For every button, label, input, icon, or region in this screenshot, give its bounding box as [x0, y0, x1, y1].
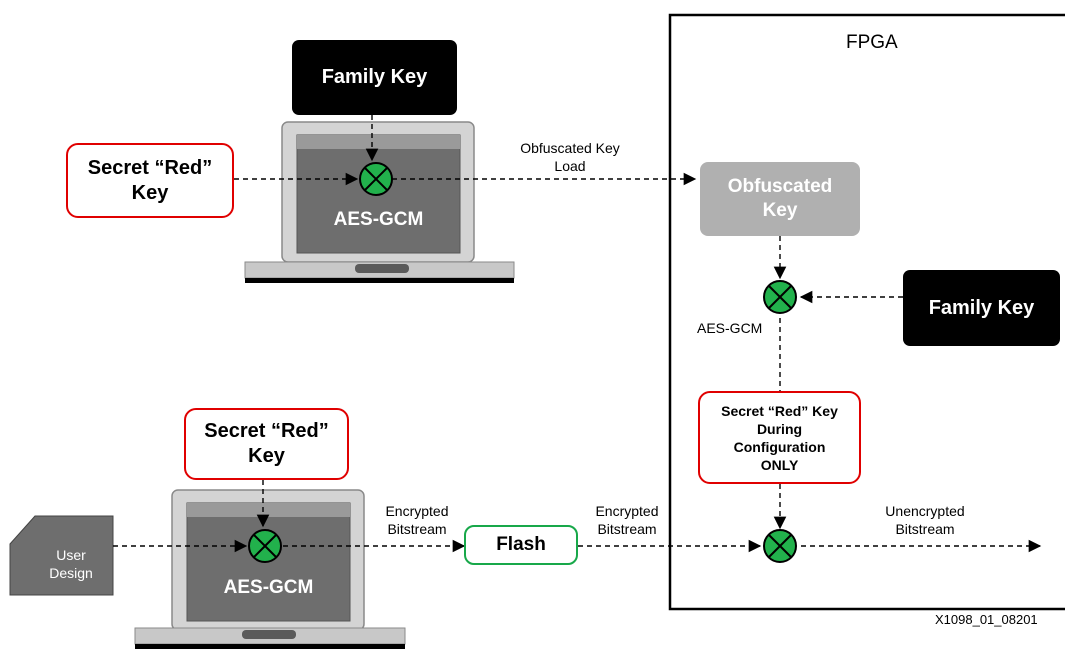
secret-key-bottom-line2: Key	[248, 445, 285, 467]
top-laptop	[244, 121, 515, 283]
family-key-top-label: Family Key	[321, 66, 428, 88]
unencrypted-bitstream-line1: Unencrypted	[885, 503, 965, 519]
aes-gcm-top-label: AES-GCM	[333, 209, 424, 230]
bottom-laptop	[134, 489, 406, 649]
obfuscated-key-load-line2: Load	[554, 158, 586, 174]
obfuscated-key-line2: Key	[762, 200, 798, 221]
aes-node-top	[359, 162, 393, 196]
figure-id: X1098_01_08201	[935, 612, 1038, 627]
config-line3: Configuration	[733, 438, 826, 455]
obfuscated-key-box: Obfuscated Key	[700, 162, 860, 236]
flash-label: Flash	[496, 534, 546, 555]
encrypted-bitstream-label-2: Encrypted Bitstream	[582, 502, 672, 538]
user-design-label: User Design	[36, 546, 106, 582]
family-key-fpga-label: Family Key	[928, 296, 1035, 319]
config-line2: During	[756, 420, 803, 437]
config-line1: Secret “Red” Key	[721, 402, 838, 419]
encrypted-bitstream-2-line2: Bitstream	[597, 521, 657, 537]
aes-node-bottom	[248, 529, 282, 563]
aes-node-config	[763, 529, 797, 563]
secret-red-key-top: Secret “Red” Key	[66, 143, 234, 218]
encrypted-bitstream-2-line1: Encrypted	[595, 503, 659, 519]
unencrypted-bitstream-label: Unencrypted Bitstream	[870, 502, 980, 538]
connectors	[113, 115, 1042, 553]
family-key-top: Family Key	[292, 40, 457, 115]
fpga-boundary	[668, 13, 1065, 611]
encrypted-bitstream-label-1: Encrypted Bitstream	[372, 502, 462, 538]
secret-key-top-line2: Key	[131, 181, 169, 204]
flash-box: Flash	[464, 525, 578, 565]
encrypted-bitstream-1-line2: Bitstream	[387, 521, 447, 537]
secret-key-top-line1: Secret “Red”	[87, 156, 213, 179]
secret-key-bottom-line1: Secret “Red”	[204, 420, 329, 442]
aes-gcm-bottom-label: AES-GCM	[223, 577, 314, 598]
encrypted-bitstream-1-line1: Encrypted	[385, 503, 449, 519]
obfuscated-key-load-label: Obfuscated Key Load	[500, 139, 640, 175]
config-line4: ONLY	[760, 456, 799, 473]
user-design-shape	[9, 515, 114, 596]
user-design-line2: Design	[49, 565, 93, 581]
aes-gcm-fpga-label: AES-GCM	[697, 320, 763, 336]
user-design-line1: User	[56, 547, 86, 563]
secret-key-during-config: Secret “Red” Key During Configuration ON…	[698, 391, 861, 484]
fpga-label: FPGA	[846, 32, 898, 53]
obfuscated-key-load-line1: Obfuscated Key	[520, 140, 620, 156]
unencrypted-bitstream-line2: Bitstream	[895, 521, 955, 537]
secret-red-key-bottom: Secret “Red” Key	[184, 408, 349, 480]
obfuscated-key-line1: Obfuscated	[727, 176, 833, 197]
family-key-fpga: Family Key	[903, 270, 1060, 346]
aes-node-fpga	[763, 280, 797, 314]
